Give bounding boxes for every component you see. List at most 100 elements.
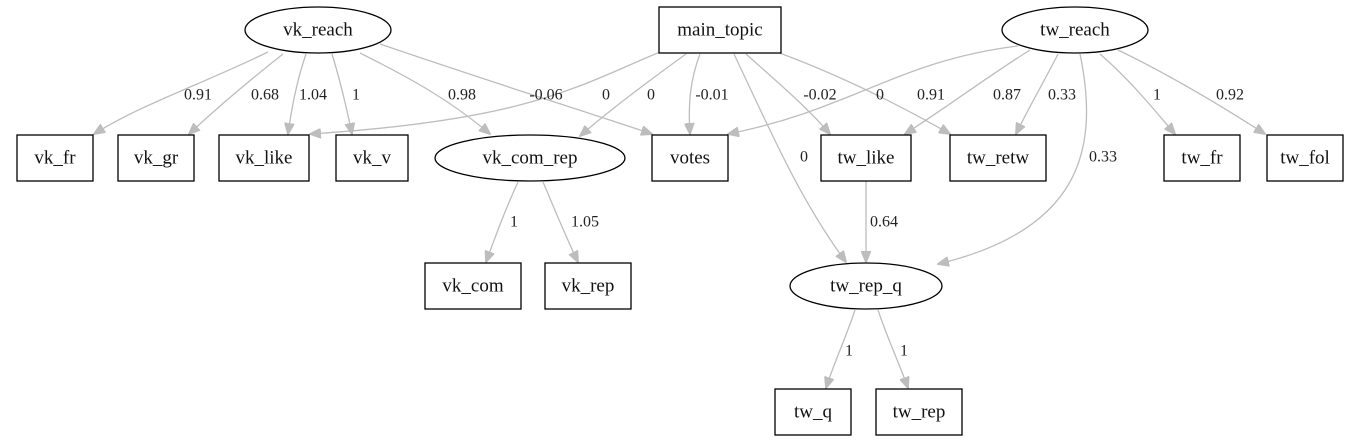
edge-vk-com-rep-to-vk-rep (542, 181, 578, 262)
node-main-topic: main_topic (658, 6, 782, 54)
observed-box (658, 6, 782, 54)
edge-label-tw-reach-to-tw-like: 0.87 (993, 87, 1021, 104)
node-label: vk_v (353, 148, 392, 169)
edge-vk-reach-to-vk-fr (94, 51, 269, 134)
node-tw-retw: tw_retw (949, 134, 1047, 182)
nodes: vk_reach main_topic tw_reach vk_fr vk_gr vk_l… (16, 6, 1344, 436)
observed-box (117, 134, 195, 182)
node-label: tw_q (794, 402, 833, 423)
edge-label-tw-rep-q-to-tw-rep: 1 (900, 343, 908, 360)
observed-box (335, 134, 409, 182)
edge-label-main-topic-to-tw-like: -0.02 (803, 87, 836, 104)
node-label: vk_rep (562, 276, 615, 297)
edge-label-tw-reach-to-tw-fr: 1 (1153, 87, 1161, 104)
edge-vk-com-rep-to-vk-com (486, 181, 519, 262)
observed-box (774, 388, 852, 436)
node-vk-v: vk_v (335, 134, 409, 182)
edges (94, 43, 1265, 388)
edge-label-vk-reach-to-vk-com-rep: 0.98 (448, 87, 476, 104)
node-label: vk_reach (283, 20, 353, 41)
node-tw-fol: tw_fol (1266, 134, 1344, 182)
latent-ellipse (244, 6, 392, 54)
node-tw-rep-q: tw_rep_q (789, 262, 943, 310)
node-label: vk_com_rep (483, 148, 578, 169)
edge-label-vk-reach-to-vk-fr: 0.91 (184, 87, 212, 104)
node-label: vk_fr (34, 148, 76, 169)
node-tw-reach: tw_reach (1001, 6, 1149, 54)
edge-vk-reach-to-vk-v (331, 53, 352, 134)
edge-label-main-topic-to-vk-like: 0 (602, 87, 610, 104)
edge-tw-reach-to-tw-retw (1016, 53, 1059, 134)
edge-label-tw-reach-to-tw-retw: 0.33 (1048, 87, 1076, 104)
node-label: tw_fol (1280, 148, 1330, 169)
latent-ellipse (434, 134, 626, 182)
node-label: tw_like (838, 148, 895, 169)
edge-main-topic-to-tw-rep-q (733, 53, 846, 262)
observed-box (544, 262, 632, 310)
latent-ellipse (1001, 6, 1149, 54)
edge-label-tw-like-to-tw-rep-q: 0.64 (870, 214, 898, 231)
node-label: tw_retw (967, 148, 1030, 169)
observed-box (949, 134, 1047, 182)
edge-label-main-topic-to-vk-com-rep: 0 (647, 87, 655, 104)
node-label: tw_rep_q (830, 276, 902, 297)
node-label: main_topic (677, 20, 762, 41)
node-label: vk_like (236, 148, 293, 169)
edge-tw-reach-to-tw-fol (1117, 49, 1265, 134)
edge-main-topic-to-tw-like (745, 53, 830, 134)
observed-box (651, 134, 729, 182)
edge-label-vk-reach-to-votes: -0.06 (529, 87, 562, 104)
node-vk-fr: vk_fr (16, 134, 94, 182)
edge-label-tw-reach-to-tw-fol: 0.92 (1216, 87, 1244, 104)
edge-label-vk-com-rep-to-vk-rep: 1.05 (571, 214, 599, 231)
edge-tw-rep-q-to-tw-rep (877, 309, 908, 388)
edge-label-tw-reach-to-tw-rep-q: 0.33 (1089, 149, 1117, 166)
node-vk-gr: vk_gr (117, 134, 195, 182)
edge-label-main-topic-to-tw-retw: 0 (876, 87, 884, 104)
edge-label-vk-reach-to-vk-like: 1.04 (299, 87, 327, 104)
edge-tw-rep-q-to-tw-q (826, 309, 856, 388)
node-tw-q: tw_q (774, 388, 852, 436)
observed-box (1163, 134, 1241, 182)
edge-label-vk-com-rep-to-vk-com: 1 (510, 214, 518, 231)
edge-label-main-topic-to-tw-rep-q: 0 (800, 149, 808, 166)
node-label: tw_fr (1181, 148, 1223, 169)
edge-tw-reach-to-tw-fr (1099, 53, 1175, 134)
observed-box (1266, 134, 1344, 182)
observed-box (218, 134, 310, 182)
edge-vk-reach-to-vk-gr (189, 53, 284, 134)
edge-vk-reach-to-votes (379, 43, 652, 134)
edge-labels: 0.91 0.68 1.04 1 0.98 -0.06 0 0 -0.01 0 -0.02 0 0.91… (184, 87, 1244, 360)
node-vk-com-rep: vk_com_rep (434, 134, 626, 182)
latent-ellipse (789, 262, 943, 310)
observed-box (424, 262, 522, 310)
node-votes: votes (651, 134, 729, 182)
observed-box (875, 388, 963, 436)
edge-label-main-topic-to-votes: -0.01 (695, 87, 728, 104)
node-vk-com: vk_com (424, 262, 522, 310)
edge-main-topic-to-vk-like (310, 51, 661, 134)
edge-label-vk-reach-to-vk-v: 1 (352, 87, 360, 104)
node-label: vk_com (442, 276, 503, 297)
edge-tw-reach-to-tw-rep-q (938, 53, 1088, 264)
node-vk-reach: vk_reach (244, 6, 392, 54)
edge-label-tw-reach-to-votes: 0.91 (917, 87, 945, 104)
node-label: vk_gr (134, 148, 179, 169)
node-label: votes (670, 148, 710, 169)
edge-main-topic-to-votes (689, 53, 701, 134)
observed-box (16, 134, 94, 182)
node-tw-rep: tw_rep (875, 388, 963, 436)
edge-main-topic-to-tw-retw (759, 45, 950, 134)
edge-label-vk-reach-to-vk-gr: 0.68 (251, 87, 279, 104)
edge-vk-reach-to-vk-like (288, 53, 307, 134)
node-vk-rep: vk_rep (544, 262, 632, 310)
node-label: tw_rep (893, 402, 946, 423)
observed-box (820, 134, 912, 182)
edge-vk-reach-to-vk-com-rep (359, 52, 490, 134)
edge-tw-reach-to-votes (728, 45, 1019, 134)
edge-tw-reach-to-tw-like (905, 49, 1031, 134)
node-label: tw_reach (1040, 20, 1110, 41)
node-tw-like: tw_like (820, 134, 912, 182)
edge-main-topic-to-vk-com-rep (580, 53, 687, 136)
